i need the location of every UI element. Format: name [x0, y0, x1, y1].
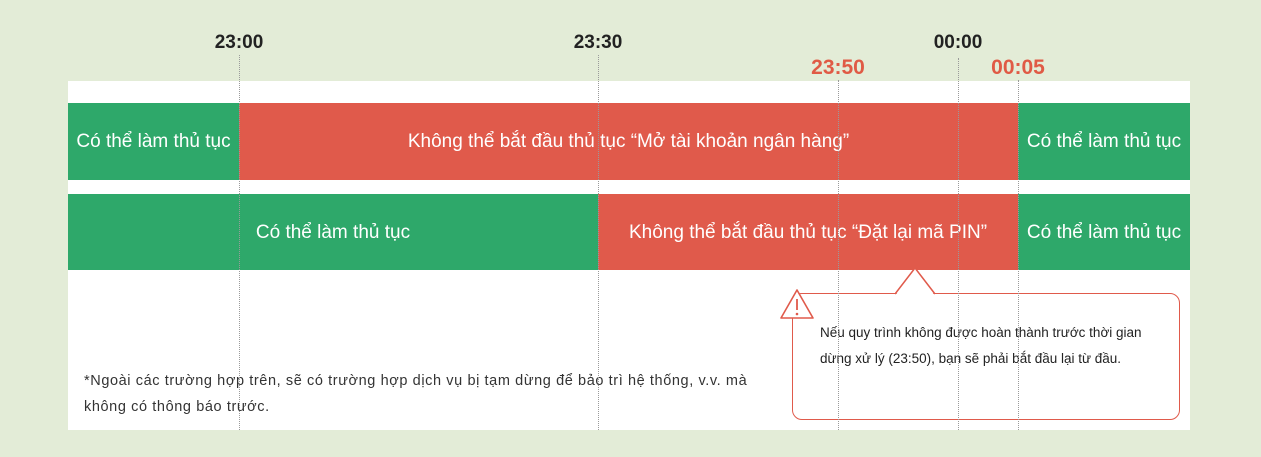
bank-unavailable-segment: Không thể bắt đầu thủ tục “Mở tài khoản … [239, 103, 1018, 180]
bank-available-before: Có thể làm thủ tục [68, 103, 239, 180]
time-label-2300: 23:00 [214, 32, 264, 53]
warning-callout [792, 293, 1180, 420]
pin-available-after: Có thể làm thủ tục [1018, 194, 1190, 270]
time-label-0000: 00:00 [933, 32, 983, 53]
pin-unavailable-segment: Không thể bắt đầu thủ tục “Đặt lại mã PI… [598, 194, 1018, 270]
warning-icon [780, 289, 814, 319]
callout-text: Nếu quy trình không được hoàn thành trướ… [820, 325, 1142, 366]
cutoff-label-0005: 00:05 [991, 56, 1045, 79]
callout-pointer [895, 266, 936, 296]
time-label-2330: 23:30 [573, 32, 623, 53]
gridline-2330 [598, 55, 599, 430]
gridline-0000 [958, 58, 959, 430]
gridline-2300 [239, 55, 240, 430]
pin-available-before: Có thể làm thủ tục [68, 194, 598, 270]
gridline-0005 [1018, 80, 1019, 430]
bank-available-after: Có thể làm thủ tục [1018, 103, 1190, 180]
gridline-2350 [838, 80, 839, 430]
footnote: *Ngoài các trường hợp trên, sẽ có trường… [84, 373, 748, 415]
cutoff-label-2350: 23:50 [811, 56, 865, 79]
